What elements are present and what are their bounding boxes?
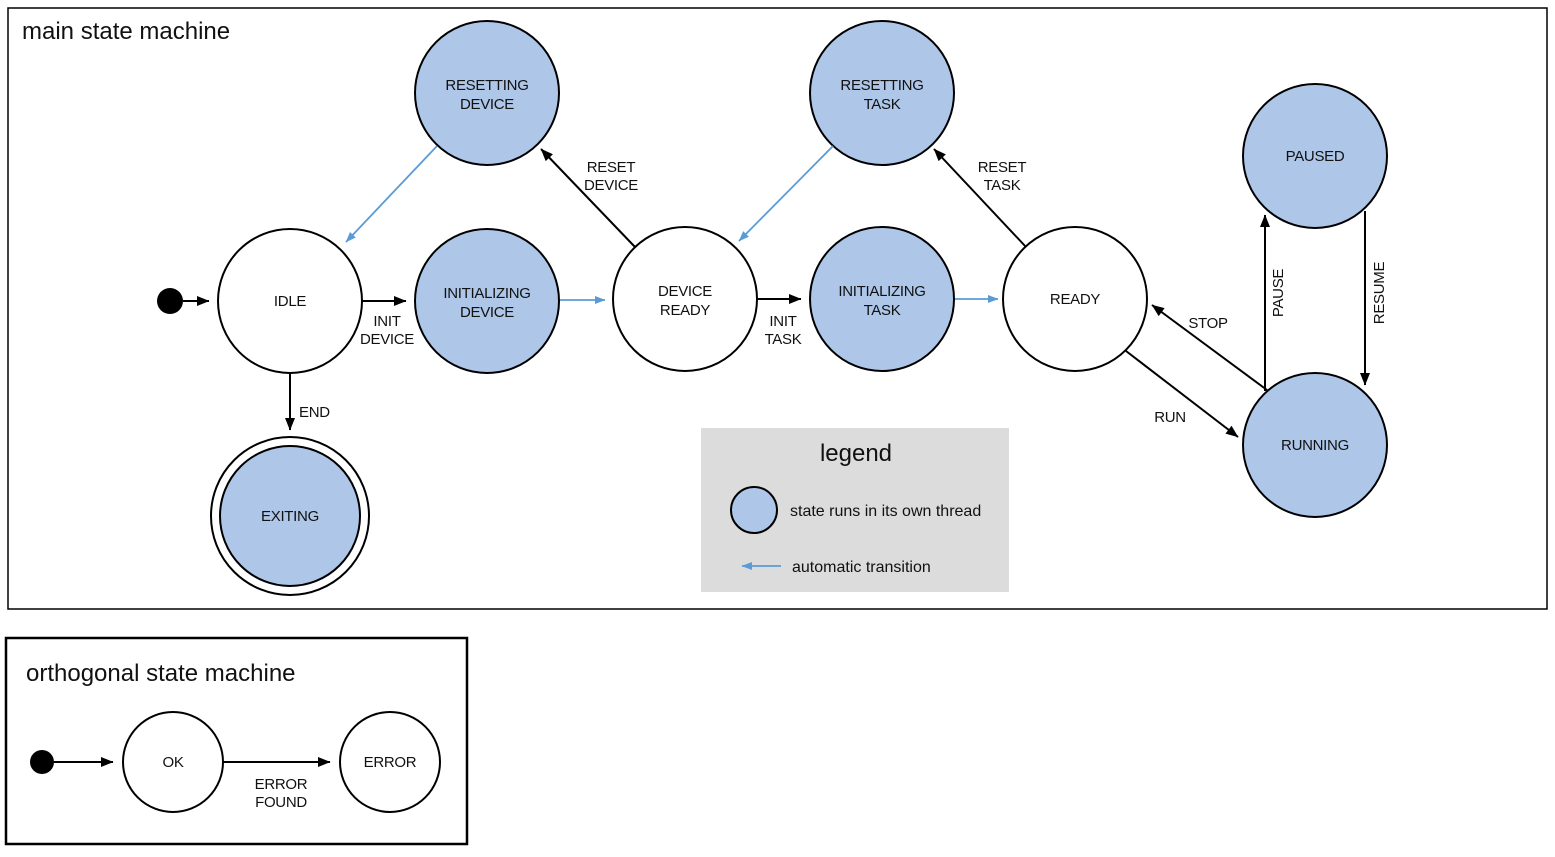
transition-error-found-label-line1: ERROR <box>255 776 308 793</box>
main-state-machine-box <box>7 7 1548 610</box>
auto-transition-resetting-task-to-device-ready <box>738 145 834 242</box>
state-resetting-device-label-line1: RESETTING <box>445 77 528 94</box>
transition-init-task-label-line2: TASK <box>765 331 802 348</box>
transition-run <box>1125 350 1239 438</box>
state-ready-label: READY <box>1050 291 1100 308</box>
transition-init-task-label-line1: INIT <box>769 313 796 330</box>
state-initializing-device-label-line1: INITIALIZING <box>443 285 530 302</box>
state-resetting-device-label-line2: DEVICE <box>460 96 514 113</box>
state-idle-label: IDLE <box>274 293 306 310</box>
legend-title: legend <box>820 440 892 467</box>
state-resetting-task-label-line1: RESETTING <box>840 77 923 94</box>
state-paused <box>1242 83 1388 229</box>
transition-reset-task <box>933 148 1027 248</box>
transition-stop <box>1151 304 1268 391</box>
transition-stop-label: STOP <box>1188 315 1228 332</box>
state-running <box>1242 372 1388 518</box>
transition-end-label: END <box>299 404 330 421</box>
main-state-machine-title: main state machine <box>22 18 230 45</box>
state-error-label: ERROR <box>364 754 417 771</box>
transition-pause-label: PAUSE <box>1270 269 1287 318</box>
transition-reset-device-label-line1: RESET <box>587 159 636 176</box>
orthogonal-initial-state-dot <box>30 750 54 774</box>
state-ready <box>1002 226 1148 372</box>
state-exiting <box>219 445 361 587</box>
initial-state-dot <box>157 288 183 314</box>
state-initializing-task <box>809 226 955 372</box>
orthogonal-state-machine-title: orthogonal state machine <box>26 660 296 687</box>
auto-transition-resetting-device-to-idle <box>345 145 438 243</box>
state-resetting-device <box>414 20 560 166</box>
state-resetting-task <box>809 20 955 166</box>
state-initializing-device <box>414 228 560 374</box>
state-running-label: RUNNING <box>1281 437 1349 454</box>
transition-reset-device <box>540 148 636 248</box>
state-error <box>339 711 441 813</box>
state-device-ready-label-line1: DEVICE <box>658 283 712 300</box>
state-resetting-task-label-line2: TASK <box>864 96 901 113</box>
transition-error-found-label-line2: FOUND <box>255 794 307 811</box>
transition-reset-task-label-line2: TASK <box>984 177 1021 194</box>
transition-run-label: RUN <box>1154 409 1186 426</box>
orthogonal-state-machine-box <box>4 636 469 846</box>
transition-reset-device-label-line2: DEVICE <box>584 177 638 194</box>
transition-init-device-label-line1: INIT <box>373 313 400 330</box>
transition-resume-label: RESUME <box>1371 262 1388 325</box>
legend-threaded-state-label: state runs in its own thread <box>790 503 981 520</box>
state-initializing-task-label-line1: INITIALIZING <box>838 283 925 300</box>
legend-threaded-state-icon <box>730 486 778 534</box>
transition-init-device-label-line2: DEVICE <box>360 331 414 348</box>
state-paused-label: PAUSED <box>1286 148 1345 165</box>
legend-auto-transition-label: automatic transition <box>792 559 931 576</box>
state-initializing-device-label-line2: DEVICE <box>460 304 514 321</box>
transition-reset-task-label-line1: RESET <box>978 159 1027 176</box>
state-ok-label: OK <box>162 754 183 771</box>
state-initializing-task-label-line2: TASK <box>864 302 901 319</box>
state-device-ready-label-line2: READY <box>660 302 710 319</box>
state-exiting-label: EXITING <box>261 508 319 525</box>
